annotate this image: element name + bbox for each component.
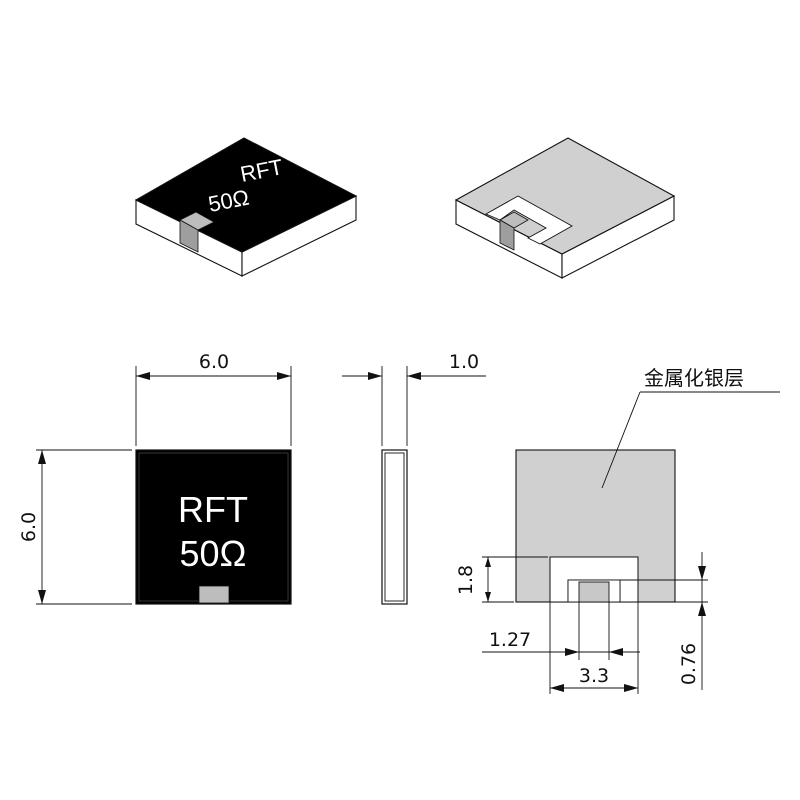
side-view: 1.0 xyxy=(342,351,486,605)
bottom-pad xyxy=(578,581,610,603)
callout-leader xyxy=(601,391,641,489)
iso-view-bottom xyxy=(454,137,676,279)
front-body xyxy=(135,449,292,605)
iso-bottom-cutout xyxy=(484,195,573,245)
side-body xyxy=(381,449,408,605)
callout-label: 金属化银层 xyxy=(644,366,744,390)
pad-outer-dim-label: 3.3 xyxy=(579,665,609,687)
iso-bottom-pad-side xyxy=(499,219,515,251)
iso-top-terminal-side xyxy=(179,219,199,253)
pad-height-dim-label: 1.8 xyxy=(455,565,477,595)
pad-gap-dim-label: 0.76 xyxy=(678,643,700,685)
front-view: RFT 50Ω 6.0 6.0 xyxy=(18,351,292,605)
front-marking-line1: RFT xyxy=(178,489,248,530)
height-dim-label: 6.0 xyxy=(18,512,40,542)
bottom-view: 金属化银层 1.8 1.27 3.3 0.76 xyxy=(455,366,780,694)
width-dim-label: 6.0 xyxy=(199,351,229,373)
front-terminal xyxy=(198,585,230,604)
pad-inner-dim-label: 1.27 xyxy=(489,629,531,651)
iso-view-top: RFT 50Ω xyxy=(134,137,358,277)
front-marking-line2: 50Ω xyxy=(180,533,247,574)
side-body-inner xyxy=(384,452,405,602)
thickness-dim-label: 1.0 xyxy=(449,351,479,373)
